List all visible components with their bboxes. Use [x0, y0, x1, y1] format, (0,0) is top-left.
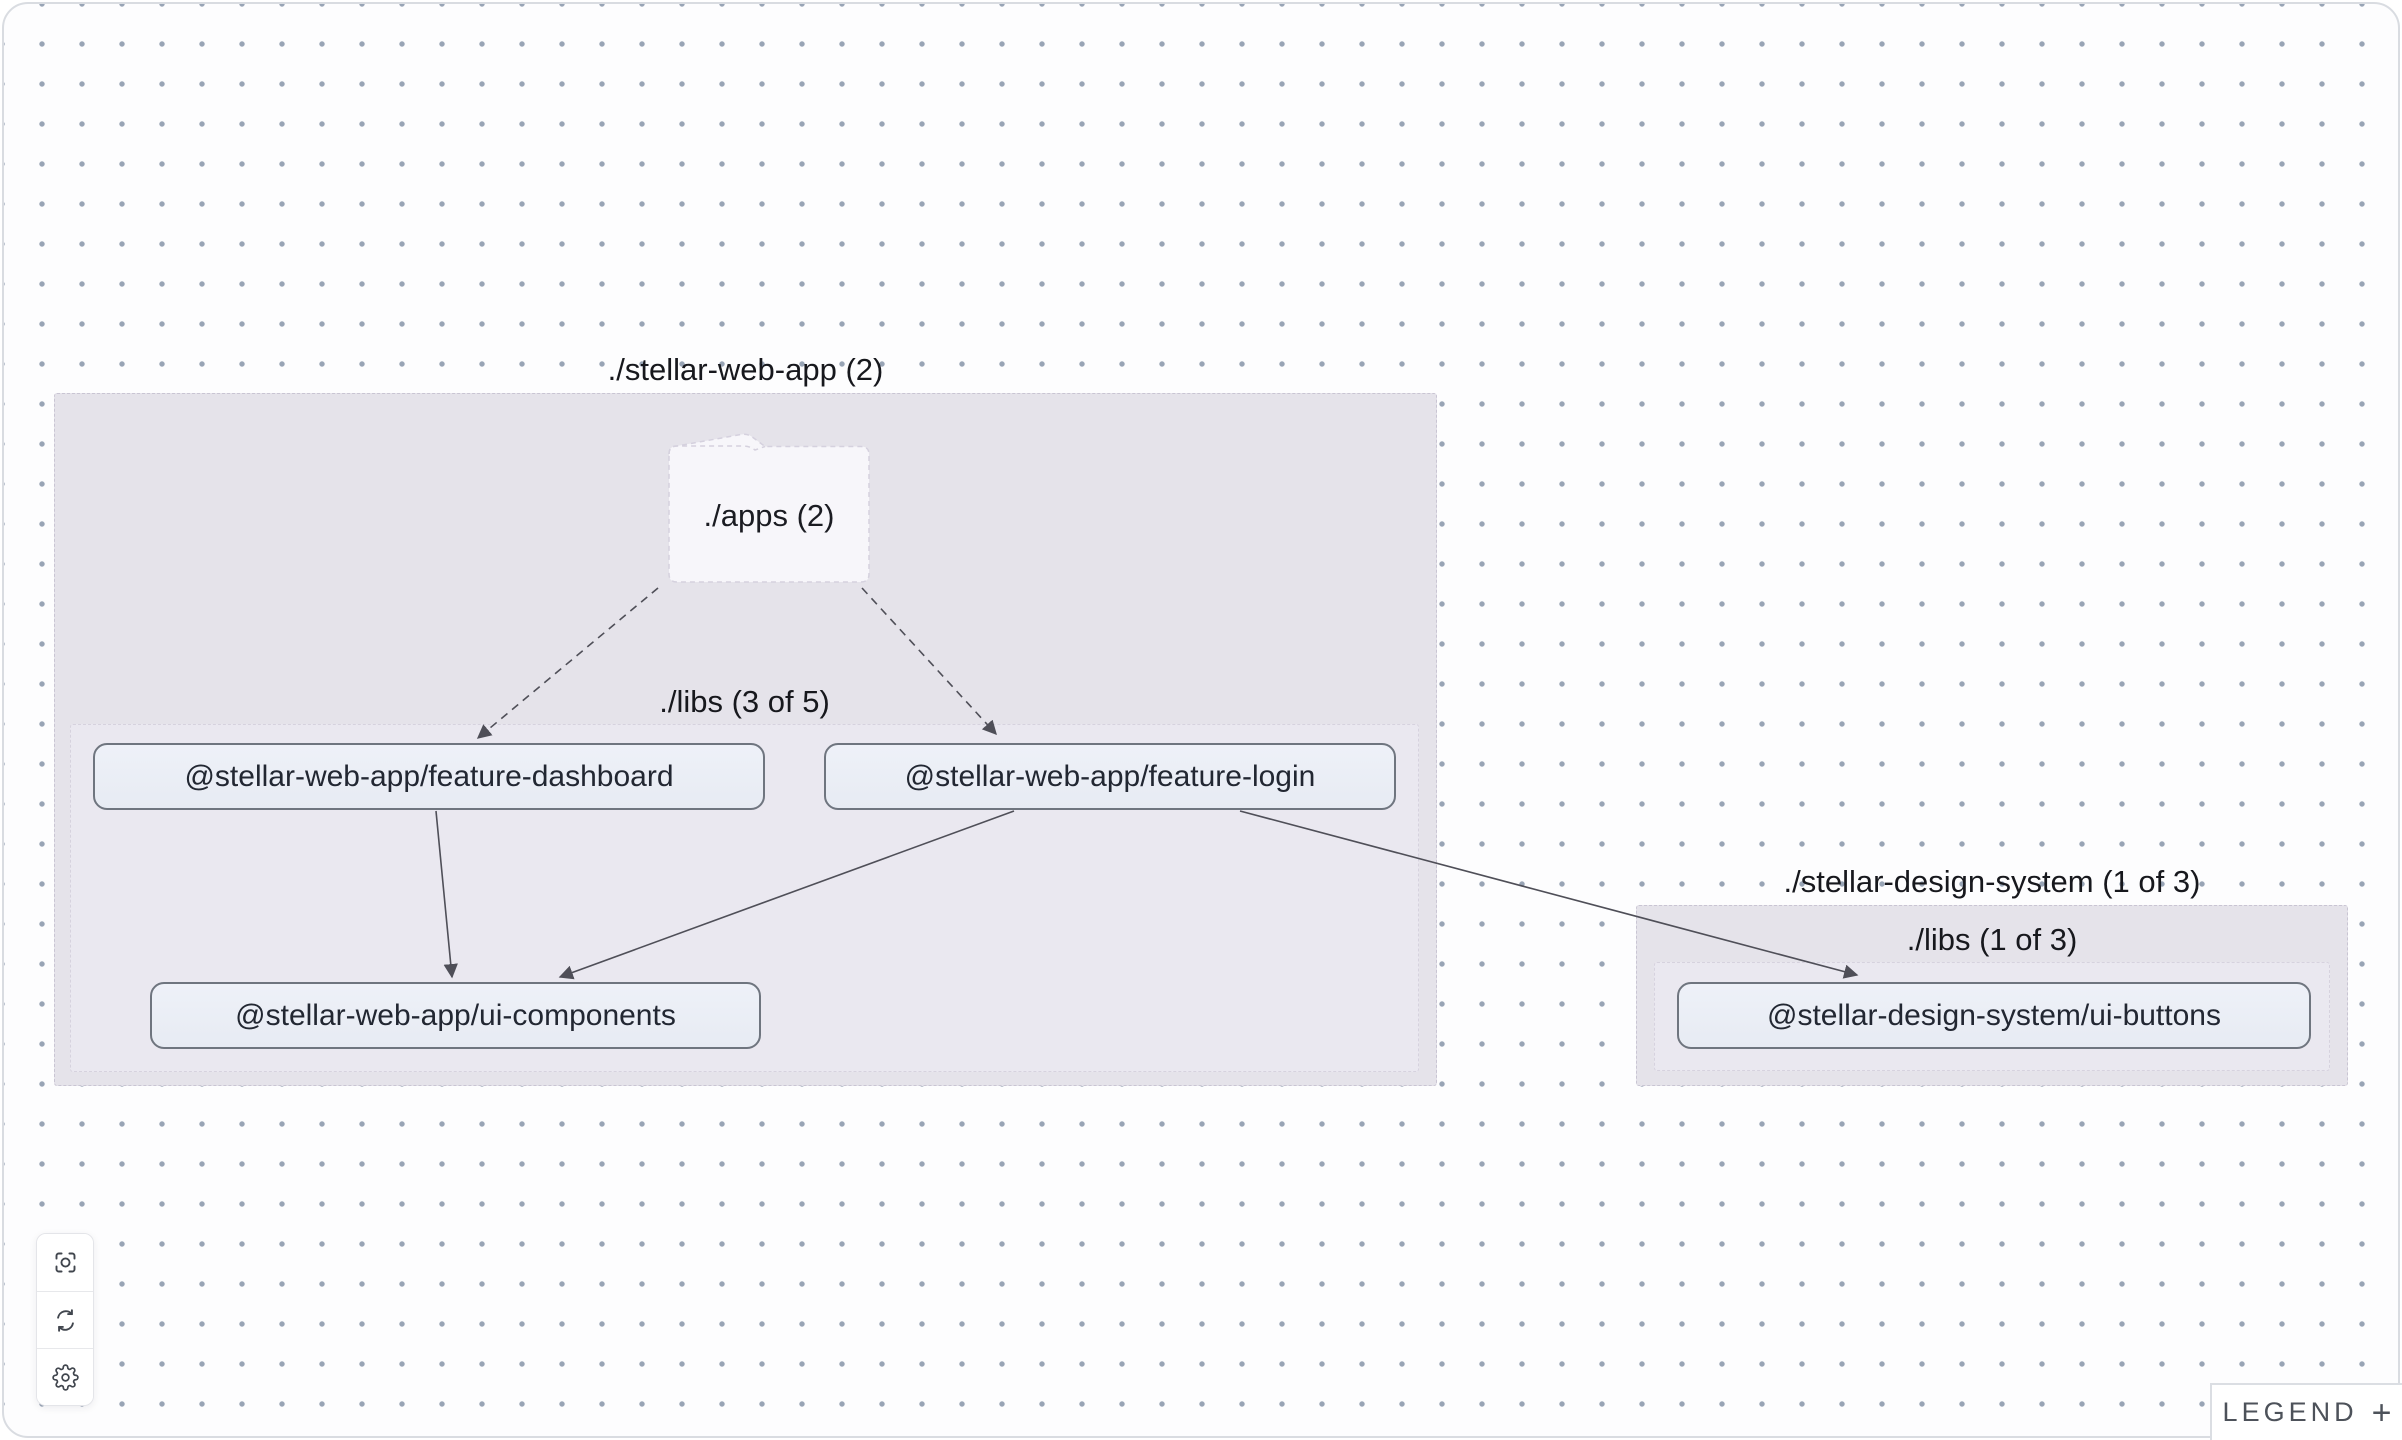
focus-button[interactable]: [37, 1234, 93, 1291]
focus-icon: [55, 1252, 75, 1273]
group-title-stellar-design-system: ./stellar-design-system (1 of 3): [1783, 864, 2201, 899]
plus-icon: +: [2371, 1393, 2392, 1432]
node-feature-login[interactable]: @stellar-web-app/feature-login: [824, 743, 1396, 810]
folder-icon: [668, 433, 870, 583]
folder-label-apps: ./apps (2): [703, 497, 835, 533]
subgroup-title-design-libs: ./libs (1 of 3): [1906, 922, 2078, 957]
refresh-icon: [56, 1308, 74, 1332]
node-ui-buttons[interactable]: @stellar-design-system/ui-buttons: [1677, 982, 2311, 1049]
gear-icon: [51, 1363, 79, 1391]
folder-node-apps[interactable]: ./apps (2): [667, 432, 871, 584]
graph-controls: [36, 1233, 94, 1406]
group-title-stellar-web-app: ./stellar-web-app (2): [607, 352, 884, 387]
node-ui-components[interactable]: @stellar-web-app/ui-components: [150, 982, 761, 1049]
legend-label: LEGEND: [2222, 1397, 2358, 1427]
legend-toggle[interactable]: LEGEND +: [2210, 1383, 2402, 1440]
refresh-button[interactable]: [37, 1291, 93, 1348]
node-feature-dashboard[interactable]: @stellar-web-app/feature-dashboard: [93, 743, 765, 810]
subgroup-title-webapp-libs: ./libs (3 of 5): [659, 684, 830, 719]
settings-button[interactable]: [37, 1348, 93, 1405]
